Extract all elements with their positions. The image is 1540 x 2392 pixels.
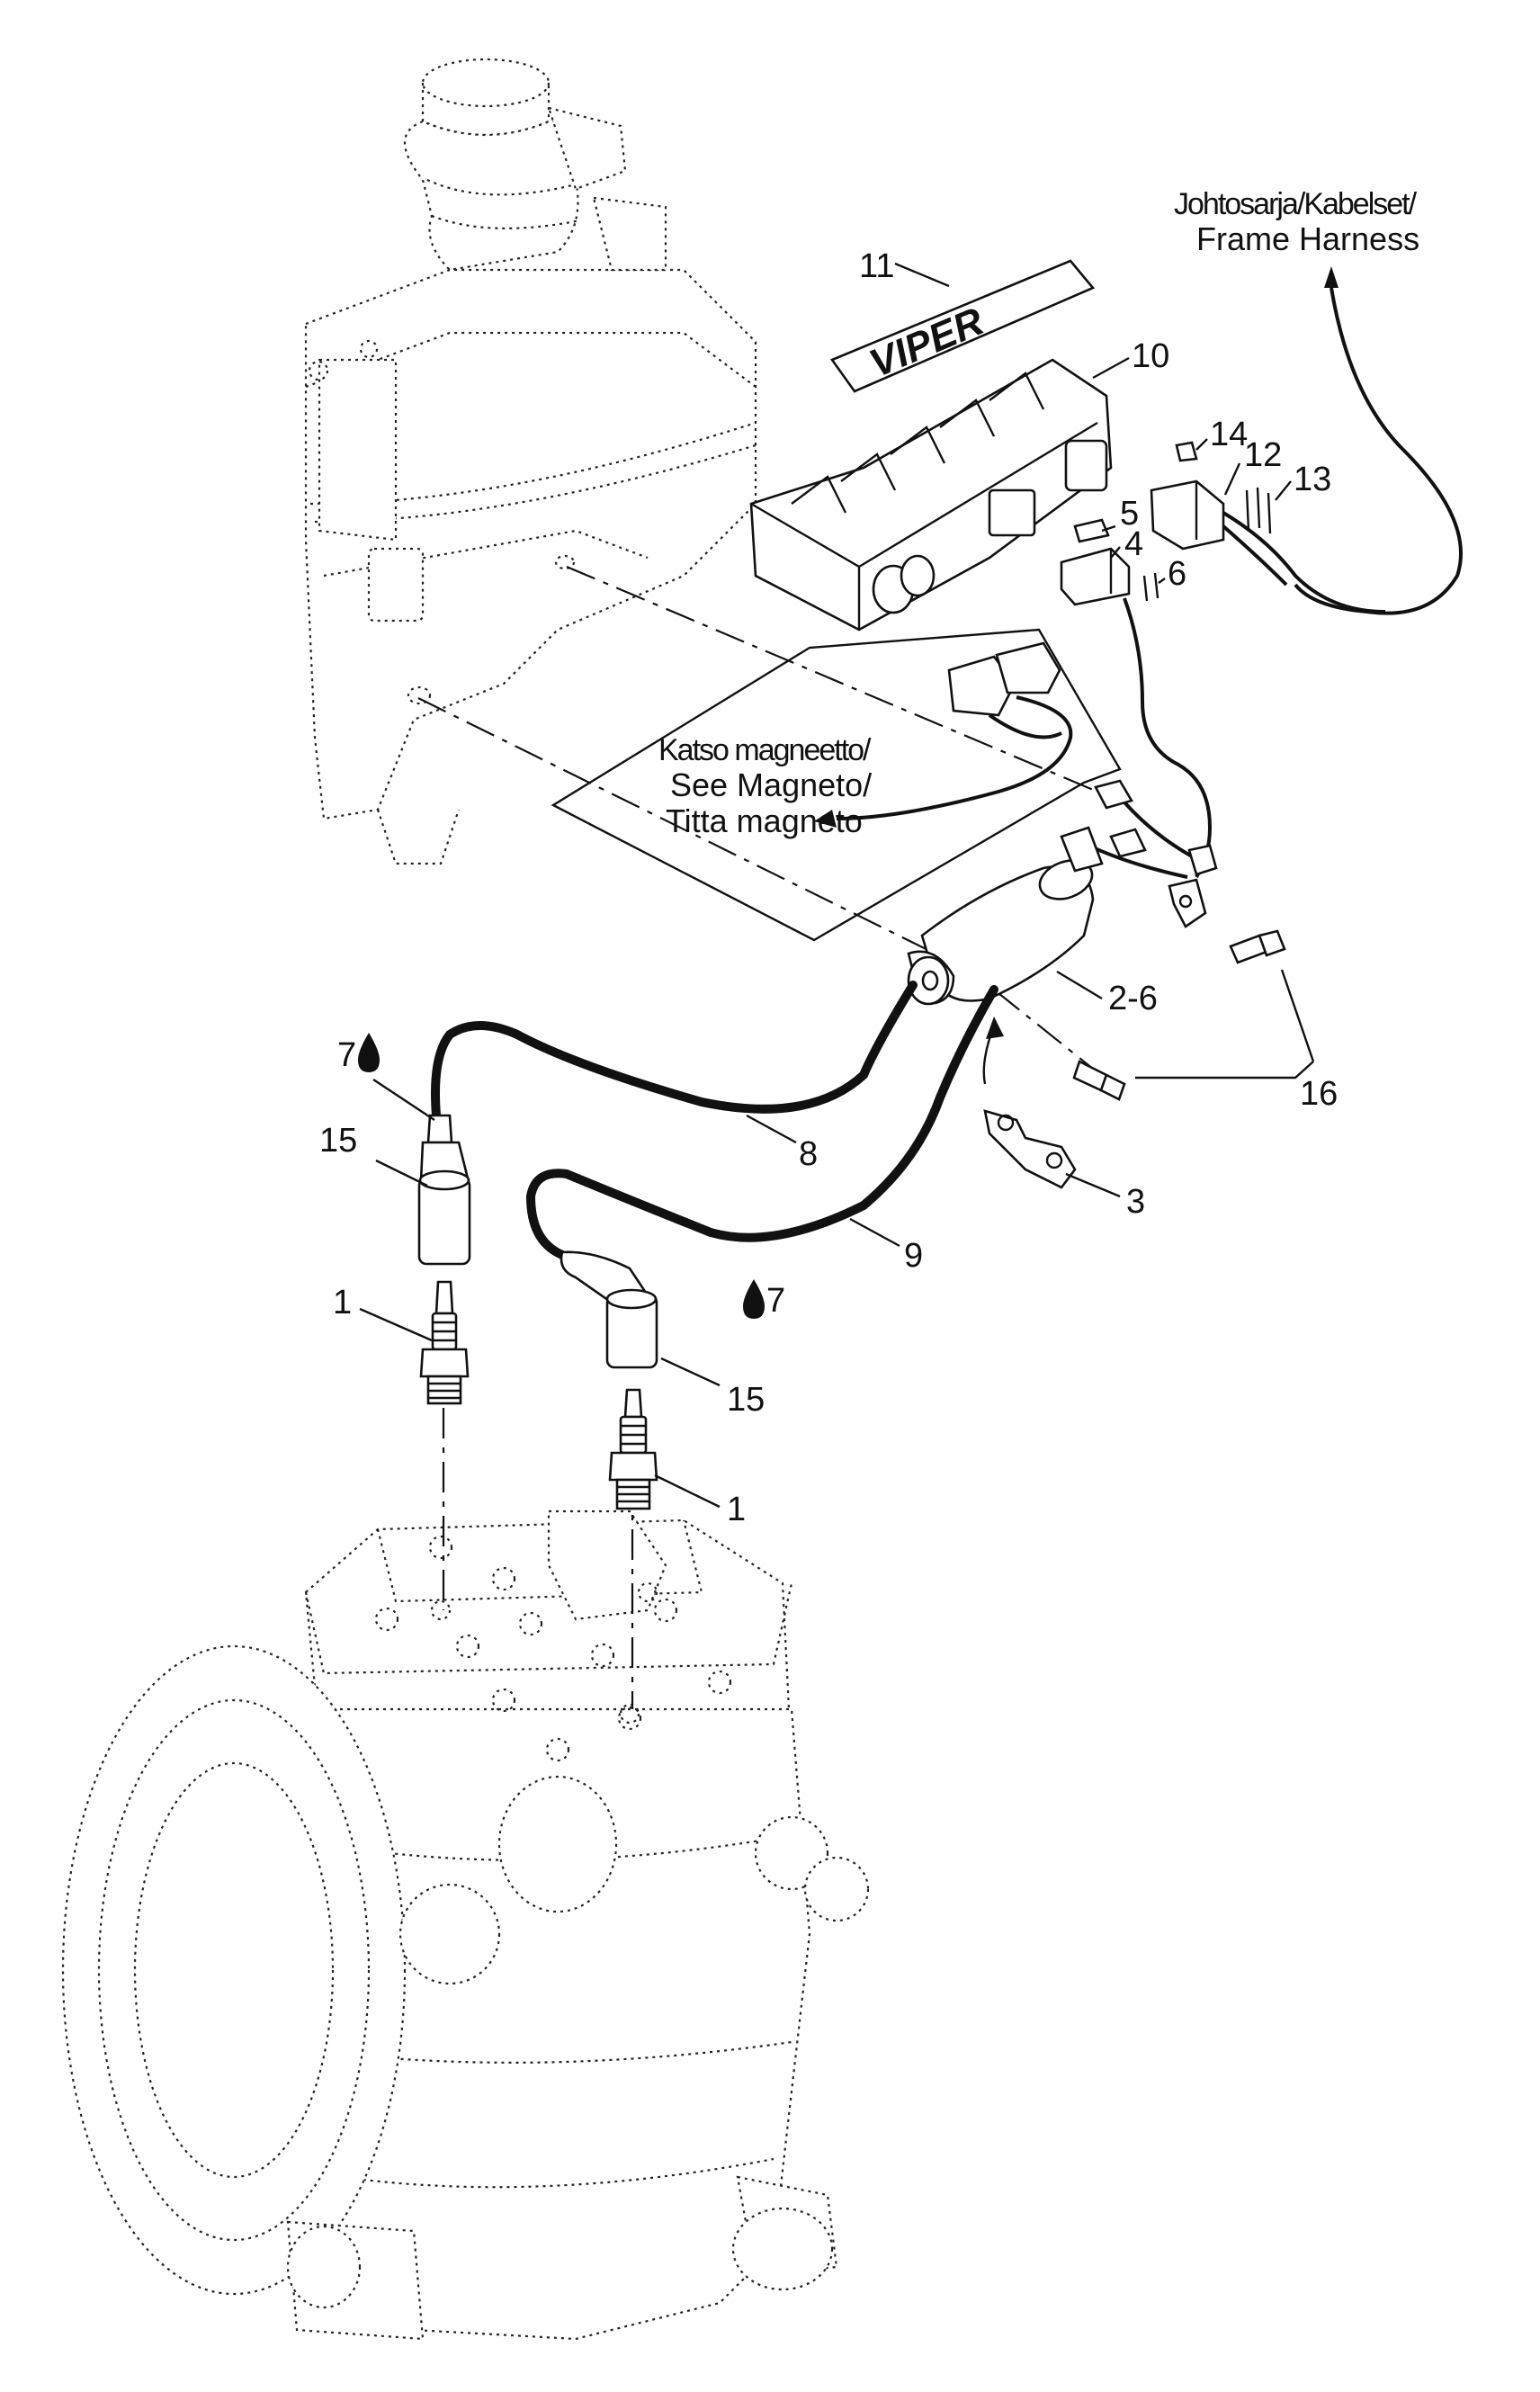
callout-7-lower: 7 — [766, 1282, 785, 1320]
callout-15-upper: 15 — [319, 1122, 357, 1160]
routing-arrow — [982, 1017, 1004, 1085]
pins-13 — [1245, 487, 1272, 534]
callout-13: 13 — [1294, 461, 1331, 498]
callout-15-lower: 15 — [727, 1381, 765, 1419]
callout-1-lower: 1 — [727, 1491, 746, 1528]
callout-1-upper: 1 — [333, 1284, 352, 1321]
spark-plug-wire-8 — [431, 981, 918, 1120]
grommet-clip-3 — [983, 1109, 1077, 1189]
callout-12: 12 — [1244, 436, 1282, 474]
callout-7-upper: 7 — [337, 1036, 356, 1074]
frame-harness-note-line1: Johtosarja/Kabelset/ — [1174, 187, 1418, 221]
callout-9: 9 — [904, 1237, 923, 1275]
spark-plug-cap-left — [417, 1114, 471, 1266]
coil-harness — [1079, 597, 1218, 928]
magneto-connector-cable — [814, 641, 1073, 828]
connector-4 — [1060, 547, 1131, 606]
oil-tank — [304, 58, 757, 865]
leader-lines — [359, 262, 1315, 1509]
ignition-coil — [907, 826, 1104, 1006]
frame-harness-note-line2: Frame Harness — [1196, 220, 1419, 257]
callout-11: 11 — [859, 247, 894, 285]
bolt-16-upper — [1229, 929, 1286, 964]
magneto-note-line1: Katso magneetto/ — [658, 733, 872, 767]
cdi-module — [749, 358, 1113, 632]
spark-plug-left — [419, 1280, 470, 1405]
callout-6: 6 — [1168, 555, 1186, 593]
callout-16: 16 — [1300, 1075, 1338, 1113]
callout-14: 14 — [1210, 416, 1248, 453]
frame-harness-note: Johtosarja/Kabelset/ Frame Harness — [1174, 187, 1419, 257]
pins-6 — [1142, 572, 1159, 602]
callout-2-6: 2-6 — [1108, 980, 1158, 1017]
spark-plug-right — [608, 1388, 658, 1510]
callout-8: 8 — [799, 1135, 818, 1173]
lock-5 — [1073, 518, 1110, 543]
oil-drop-icon — [743, 1279, 765, 1319]
frame-harness-wire — [1294, 266, 1463, 615]
callout-labels: 11 10 14 12 13 5 4 6 2-6 16 3 8 9 7 7 15… — [319, 247, 1338, 1528]
engine — [61, 1510, 870, 2341]
lock-14 — [1175, 441, 1198, 462]
bolt-16-lower — [1072, 1060, 1126, 1101]
magneto-note-line3: Titta magneto — [666, 802, 863, 839]
callout-3: 3 — [1126, 1183, 1145, 1221]
callout-10: 10 — [1132, 337, 1169, 375]
callout-4: 4 — [1124, 525, 1143, 563]
magneto-note: Katso magneetto/ See Magneto/ Titta magn… — [658, 733, 873, 839]
spark-plug-wire-9 — [525, 985, 998, 1259]
magneto-note-line2: See Magneto/ — [670, 766, 872, 803]
oil-drop-icon — [358, 1033, 380, 1072]
decal-text: VIPER — [864, 299, 990, 386]
magneto-reference-box — [551, 628, 1122, 942]
spark-plug-cap-right — [560, 1250, 658, 1369]
callout-5: 5 — [1120, 495, 1139, 533]
